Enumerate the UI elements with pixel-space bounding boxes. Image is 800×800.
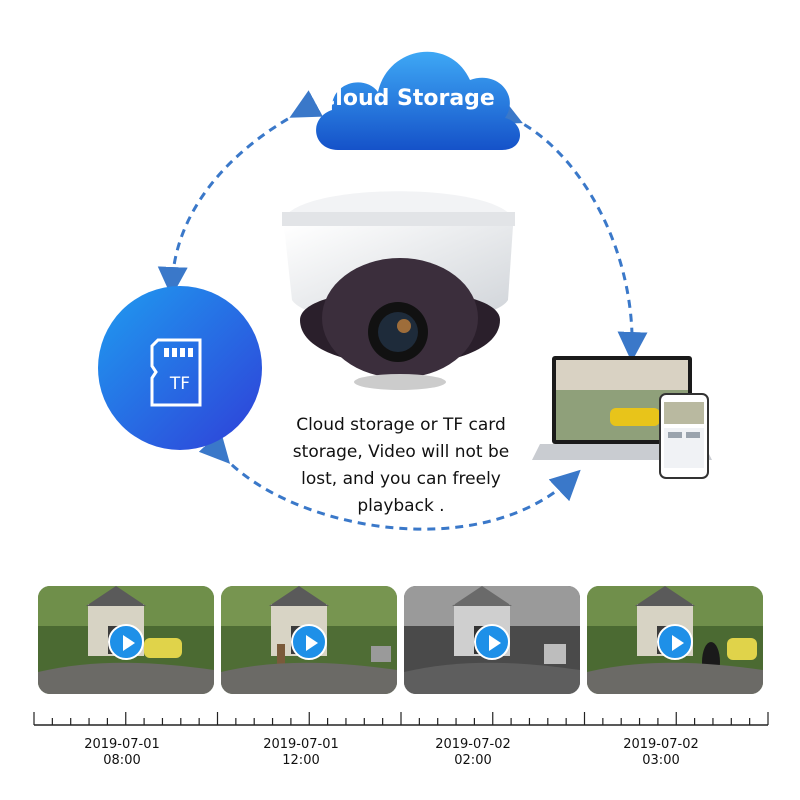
recording-thumbnail-1[interactable] <box>38 586 214 694</box>
recording-thumbnail-2[interactable] <box>221 586 397 694</box>
arrow-card-to-laptop <box>198 431 581 531</box>
caption-line: playback . <box>357 496 445 516</box>
timestamp-time: 08:00 <box>103 753 141 768</box>
sd-card-icon <box>98 286 262 450</box>
play-icon[interactable] <box>108 624 144 660</box>
caption-line: Cloud storage or TF card <box>296 415 506 435</box>
dome-camera-icon <box>282 191 515 390</box>
cloud-icon <box>316 51 521 151</box>
caption: Cloud storage or TF card storage, Video … <box>270 412 532 520</box>
laptop-icon <box>532 356 712 460</box>
timestamp-3: 2019-07-02 02:00 <box>413 737 533 769</box>
timestamp-date: 2019-07-01 <box>263 737 339 752</box>
tf-card-label: TF <box>169 374 191 394</box>
sync-arrows <box>157 90 648 531</box>
timestamp-time: 12:00 <box>282 753 320 768</box>
timestamp-2: 2019-07-01 12:00 <box>241 737 361 769</box>
phone-icon <box>659 393 709 479</box>
arrow-cloud-to-laptop <box>489 96 648 362</box>
timestamp-4: 2019-07-02 03:00 <box>601 737 721 769</box>
recording-thumbnail-4[interactable] <box>587 586 763 694</box>
caption-line: lost, and you can freely <box>301 469 501 489</box>
timestamp-date: 2019-07-02 <box>435 737 511 752</box>
cloud-storage-label: Cloud Storage <box>319 86 495 111</box>
timestamp-time: 03:00 <box>642 753 680 768</box>
play-icon[interactable] <box>291 624 327 660</box>
storage-diagram <box>98 51 712 531</box>
timeline-ruler[interactable] <box>0 700 800 740</box>
timestamp-1: 2019-07-01 08:00 <box>62 737 182 769</box>
timestamp-date: 2019-07-02 <box>623 737 699 752</box>
timestamp-date: 2019-07-01 <box>84 737 160 752</box>
recording-thumbnail-3[interactable] <box>404 586 580 694</box>
timestamp-time: 02:00 <box>454 753 492 768</box>
caption-line: storage, Video will not be <box>292 442 510 462</box>
play-icon[interactable] <box>657 624 693 660</box>
play-icon[interactable] <box>474 624 510 660</box>
arrow-cloud-to-card <box>157 90 323 297</box>
